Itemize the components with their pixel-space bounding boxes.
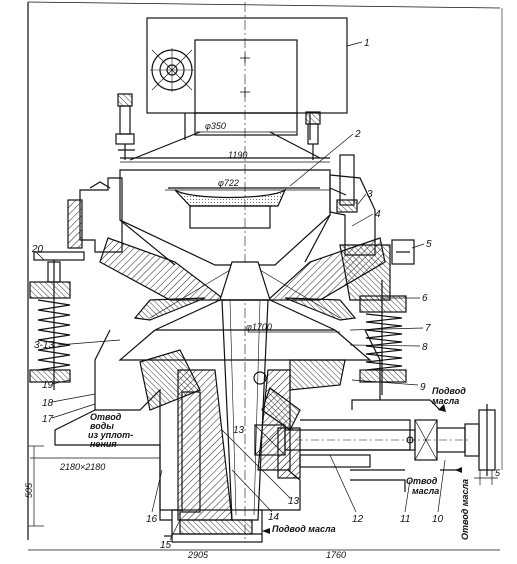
dim-5: 5 bbox=[495, 468, 501, 478]
dim-1190: 1190 bbox=[228, 150, 247, 160]
top-border-line bbox=[27, 1, 501, 9]
springs-left bbox=[29, 251, 85, 390]
callout-14: 14 bbox=[268, 512, 280, 523]
note-oil-out-right-1: Отвод bbox=[406, 476, 438, 486]
callout-20: 20 bbox=[31, 244, 44, 255]
note-water-out-4: нения bbox=[90, 439, 117, 449]
electric-motor bbox=[146, 17, 348, 140]
callout-18: 18 bbox=[42, 398, 54, 409]
callout-11: 11 bbox=[400, 514, 410, 525]
callout-7: 7 bbox=[425, 323, 431, 334]
callout-10: 10 bbox=[432, 514, 444, 525]
callout-9: 9 bbox=[420, 382, 426, 393]
dim-1760: 1760 bbox=[326, 550, 346, 559]
note-oil-in-right-1: Подвод bbox=[432, 386, 466, 396]
note-oil-out-vertical: Отвод масла bbox=[460, 479, 470, 540]
callout-5: 5 bbox=[426, 239, 432, 250]
frame-bolt-left bbox=[115, 93, 135, 160]
callout-1: 1 bbox=[364, 38, 370, 49]
note-oil-out-right-2: масла bbox=[412, 486, 439, 496]
arrow-oil-in-bottom bbox=[262, 528, 270, 534]
callout-16: 16 bbox=[146, 514, 158, 525]
callout-3: 3 bbox=[367, 189, 373, 200]
dim-base: 2180×2180 bbox=[59, 462, 105, 472]
dim-2905: 2905 bbox=[187, 550, 209, 559]
note-oil-in-bottom: Подвод масла bbox=[272, 524, 336, 534]
callout-12: 12 bbox=[352, 514, 364, 525]
dim-d1700: φ1700 bbox=[246, 322, 272, 332]
dim-d722: φ722 bbox=[218, 178, 239, 188]
dimension-lines bbox=[28, 131, 500, 551]
callout-19: 19 bbox=[42, 380, 54, 391]
callout-13a: 13 bbox=[288, 496, 300, 507]
arrow-oil-in bbox=[438, 404, 446, 412]
callout-17: 17 bbox=[42, 414, 54, 425]
upper-housing-right bbox=[329, 154, 376, 256]
note-water-out-3: из уплот- bbox=[88, 430, 133, 440]
main-shaft bbox=[221, 299, 269, 521]
note-water-out-1: Отвод bbox=[90, 412, 122, 422]
callout-8: 8 bbox=[422, 342, 428, 353]
dim-d350: φ350 bbox=[205, 121, 226, 131]
base-pedestal bbox=[164, 509, 263, 543]
motor-frame bbox=[118, 131, 330, 161]
callout-4: 4 bbox=[375, 209, 381, 220]
flow-arrows bbox=[262, 404, 462, 534]
bevel-gear bbox=[139, 349, 346, 431]
note-oil-in-right-2: масла bbox=[432, 396, 459, 406]
dim-505: 505 bbox=[24, 482, 34, 498]
countershaft bbox=[254, 404, 496, 476]
main-frame bbox=[54, 329, 411, 521]
callout-15: 15 bbox=[160, 540, 172, 551]
feed-hopper bbox=[119, 169, 331, 266]
callout-2: 2 bbox=[354, 129, 361, 140]
note-water-out-2: воды bbox=[90, 421, 114, 431]
callout-13b: 13 bbox=[233, 425, 245, 436]
callout-6: 6 bbox=[422, 293, 428, 304]
callout-3-13: 3-13 bbox=[34, 340, 54, 351]
springs-right bbox=[359, 280, 407, 395]
leader-lines bbox=[35, 41, 446, 541]
arrow-oil-out bbox=[455, 467, 462, 473]
frame-bolt-right bbox=[305, 111, 321, 160]
